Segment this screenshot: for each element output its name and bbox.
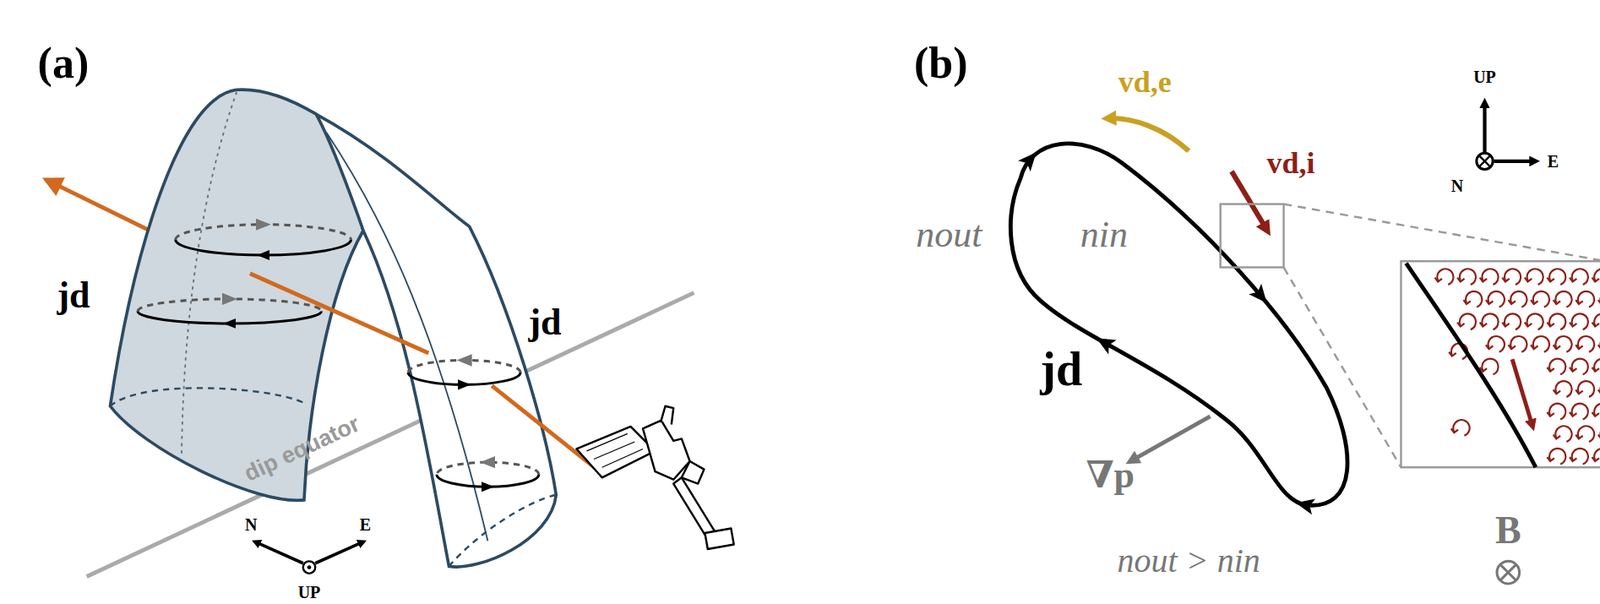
- gyration-circle: [1485, 336, 1505, 353]
- gyration-circle: [1502, 313, 1521, 330]
- gyration-circle: [1463, 291, 1482, 308]
- gyration-circle: [1592, 313, 1600, 330]
- compass-label: UP: [298, 583, 322, 601]
- panel-letter: (b): [914, 41, 969, 86]
- gyration-circle: [1530, 291, 1550, 308]
- gyration-circle: [1546, 403, 1566, 420]
- gyration-circle: [1546, 448, 1566, 465]
- gyration-circle: [1592, 403, 1600, 420]
- gyration-circle: [1508, 336, 1528, 353]
- satellite: [576, 406, 734, 550]
- panel-letter: (a): [38, 41, 90, 86]
- drift-label: vd,i: [1266, 147, 1315, 179]
- current-label: jd: [56, 277, 90, 315]
- gyration-circle: [1435, 268, 1454, 285]
- loop-arrowhead: [1092, 331, 1116, 354]
- gyration-circle: [1592, 359, 1600, 376]
- gyration-circle: [1592, 268, 1600, 285]
- ion-drift-arrow: [1512, 359, 1533, 427]
- gyration-circle: [1546, 359, 1566, 376]
- compass-label: N: [1451, 177, 1464, 195]
- electron-drift-arrow: [1107, 118, 1190, 152]
- gyration-circle: [1569, 403, 1589, 420]
- gyration-circle: [1569, 313, 1589, 330]
- loop-arrowhead: [1248, 283, 1274, 309]
- compass-label: UP: [1473, 68, 1497, 86]
- gyration-circle: [1575, 425, 1595, 442]
- plume-left-leg: [109, 89, 364, 501]
- gyration-circle: [1553, 291, 1573, 308]
- gyration-circle: [1553, 425, 1573, 442]
- loop-arrowhead: [1294, 495, 1316, 516]
- gyration-circle: [1480, 359, 1499, 376]
- orange-arrow: [250, 273, 429, 354]
- gyration-circle: [1480, 268, 1499, 285]
- orange-arrow: [45, 179, 158, 235]
- drift-label: vd,e: [1118, 66, 1172, 98]
- gyration-circle: [1569, 359, 1589, 376]
- density-relation: nout > nin: [1117, 544, 1261, 578]
- gyration-circle: [1569, 448, 1589, 465]
- loop-arrowhead: [1017, 146, 1043, 172]
- gyration-circle: [1457, 268, 1476, 285]
- field-label: B: [1495, 511, 1522, 550]
- gyration-circle: [1485, 291, 1505, 308]
- gyration-circle: [1480, 313, 1499, 330]
- ion-drift-arrow: [1231, 171, 1268, 231]
- current-label: jd: [527, 304, 561, 342]
- pressure-gradient-arrow: [1130, 416, 1210, 462]
- gyration-circle: [1598, 425, 1600, 442]
- gyration-circle: [1524, 268, 1544, 285]
- gyration-circle: [1524, 313, 1544, 330]
- gyration-circle: [1457, 313, 1476, 330]
- gradient-label: ∇p: [1085, 457, 1135, 495]
- gyration-circle: [1598, 380, 1600, 398]
- compass-label: E: [1547, 152, 1559, 170]
- gyration-circle: [1502, 268, 1521, 285]
- gyration-circle: [1592, 448, 1600, 465]
- gyration-circle: [1575, 291, 1595, 308]
- gyration-circle: [1546, 268, 1566, 285]
- plume-right-leg: [315, 114, 556, 567]
- gyration-circle: [1508, 291, 1528, 308]
- gyration-circle: [1451, 419, 1470, 436]
- density-label: nout: [915, 216, 982, 254]
- current-ring: [137, 224, 539, 487]
- gyration-circle: [1553, 380, 1573, 398]
- current-loop: [1010, 143, 1348, 506]
- gyration-circle: [1569, 268, 1589, 285]
- gyration-circle: [1553, 336, 1573, 353]
- compass-label: N: [244, 516, 257, 534]
- gyration-circle: [1598, 336, 1600, 353]
- zoom-box: [1220, 204, 1285, 268]
- boundary-current: [1406, 263, 1536, 469]
- compass-label: E: [359, 516, 371, 534]
- gyration-circle: [1546, 313, 1566, 330]
- gyration-circle: [1575, 380, 1595, 398]
- current-label: jd: [1039, 345, 1083, 393]
- gyration-circle: [1575, 336, 1595, 353]
- inset-box: [1400, 261, 1600, 468]
- dip-equator-label: dip equator: [240, 412, 364, 486]
- gyration-circle: [1530, 336, 1550, 353]
- density-label: nin: [1080, 216, 1128, 254]
- compass: [255, 541, 364, 573]
- gyration-circle: [1598, 291, 1600, 308]
- compass: [1476, 102, 1536, 170]
- field-into-page-symbol: [1496, 560, 1520, 584]
